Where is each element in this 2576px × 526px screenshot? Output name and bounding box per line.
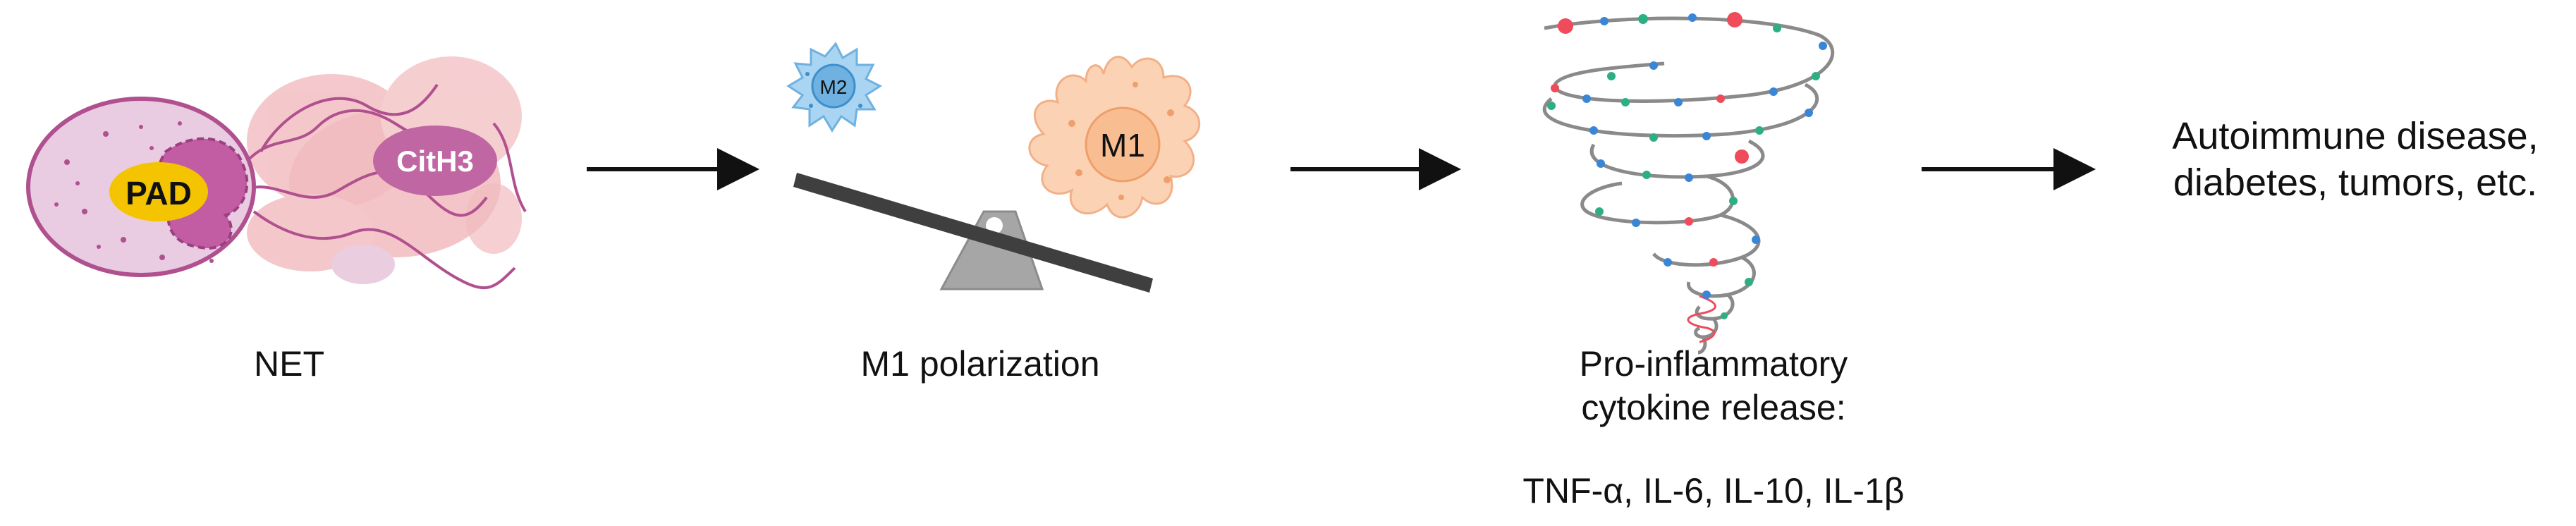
net-caption: NET — [254, 344, 324, 384]
outcome-line2: diabetes, tumors, etc. — [2173, 161, 2538, 204]
seesaw-stand — [939, 210, 1044, 290]
m2-macrophage — [786, 42, 883, 133]
cytokine-list: TNF-α, IL-6, IL-10, IL-1β — [1522, 471, 1905, 510]
seesaw-beam — [793, 173, 1153, 293]
polarization-illustration: M2 M1 — [786, 42, 1201, 293]
m1-macrophage — [1028, 56, 1201, 219]
pad-badge — [109, 162, 208, 221]
cytokine-caption-line2: cytokine release: — [1581, 388, 1846, 427]
m2-label: M2 — [820, 76, 848, 98]
m1-label: M1 — [1100, 127, 1145, 164]
m1-polarization-caption: M1 polarization — [860, 344, 1100, 384]
cith3-badge — [373, 126, 497, 196]
cytokine-caption: Pro-inflammatory cytokine release: — [1453, 342, 1974, 429]
cytokine-caption-line1: Pro-inflammatory — [1579, 344, 1848, 384]
pad-label: PAD — [126, 175, 192, 212]
cytokine-spiral — [1542, 12, 1835, 355]
cith3-label: CitH3 — [396, 145, 474, 178]
chromatin-strands — [242, 83, 527, 289]
cytokine-dots — [1547, 12, 1827, 319]
seesaw-pivot — [986, 217, 1003, 234]
net-illustration: PAD CitH3 — [26, 56, 527, 289]
outcome-caption: Autoimmune disease, diabetes, tumors, et… — [2130, 113, 2576, 206]
granules — [54, 121, 214, 263]
outcome-line1: Autoimmune disease, — [2172, 115, 2539, 157]
